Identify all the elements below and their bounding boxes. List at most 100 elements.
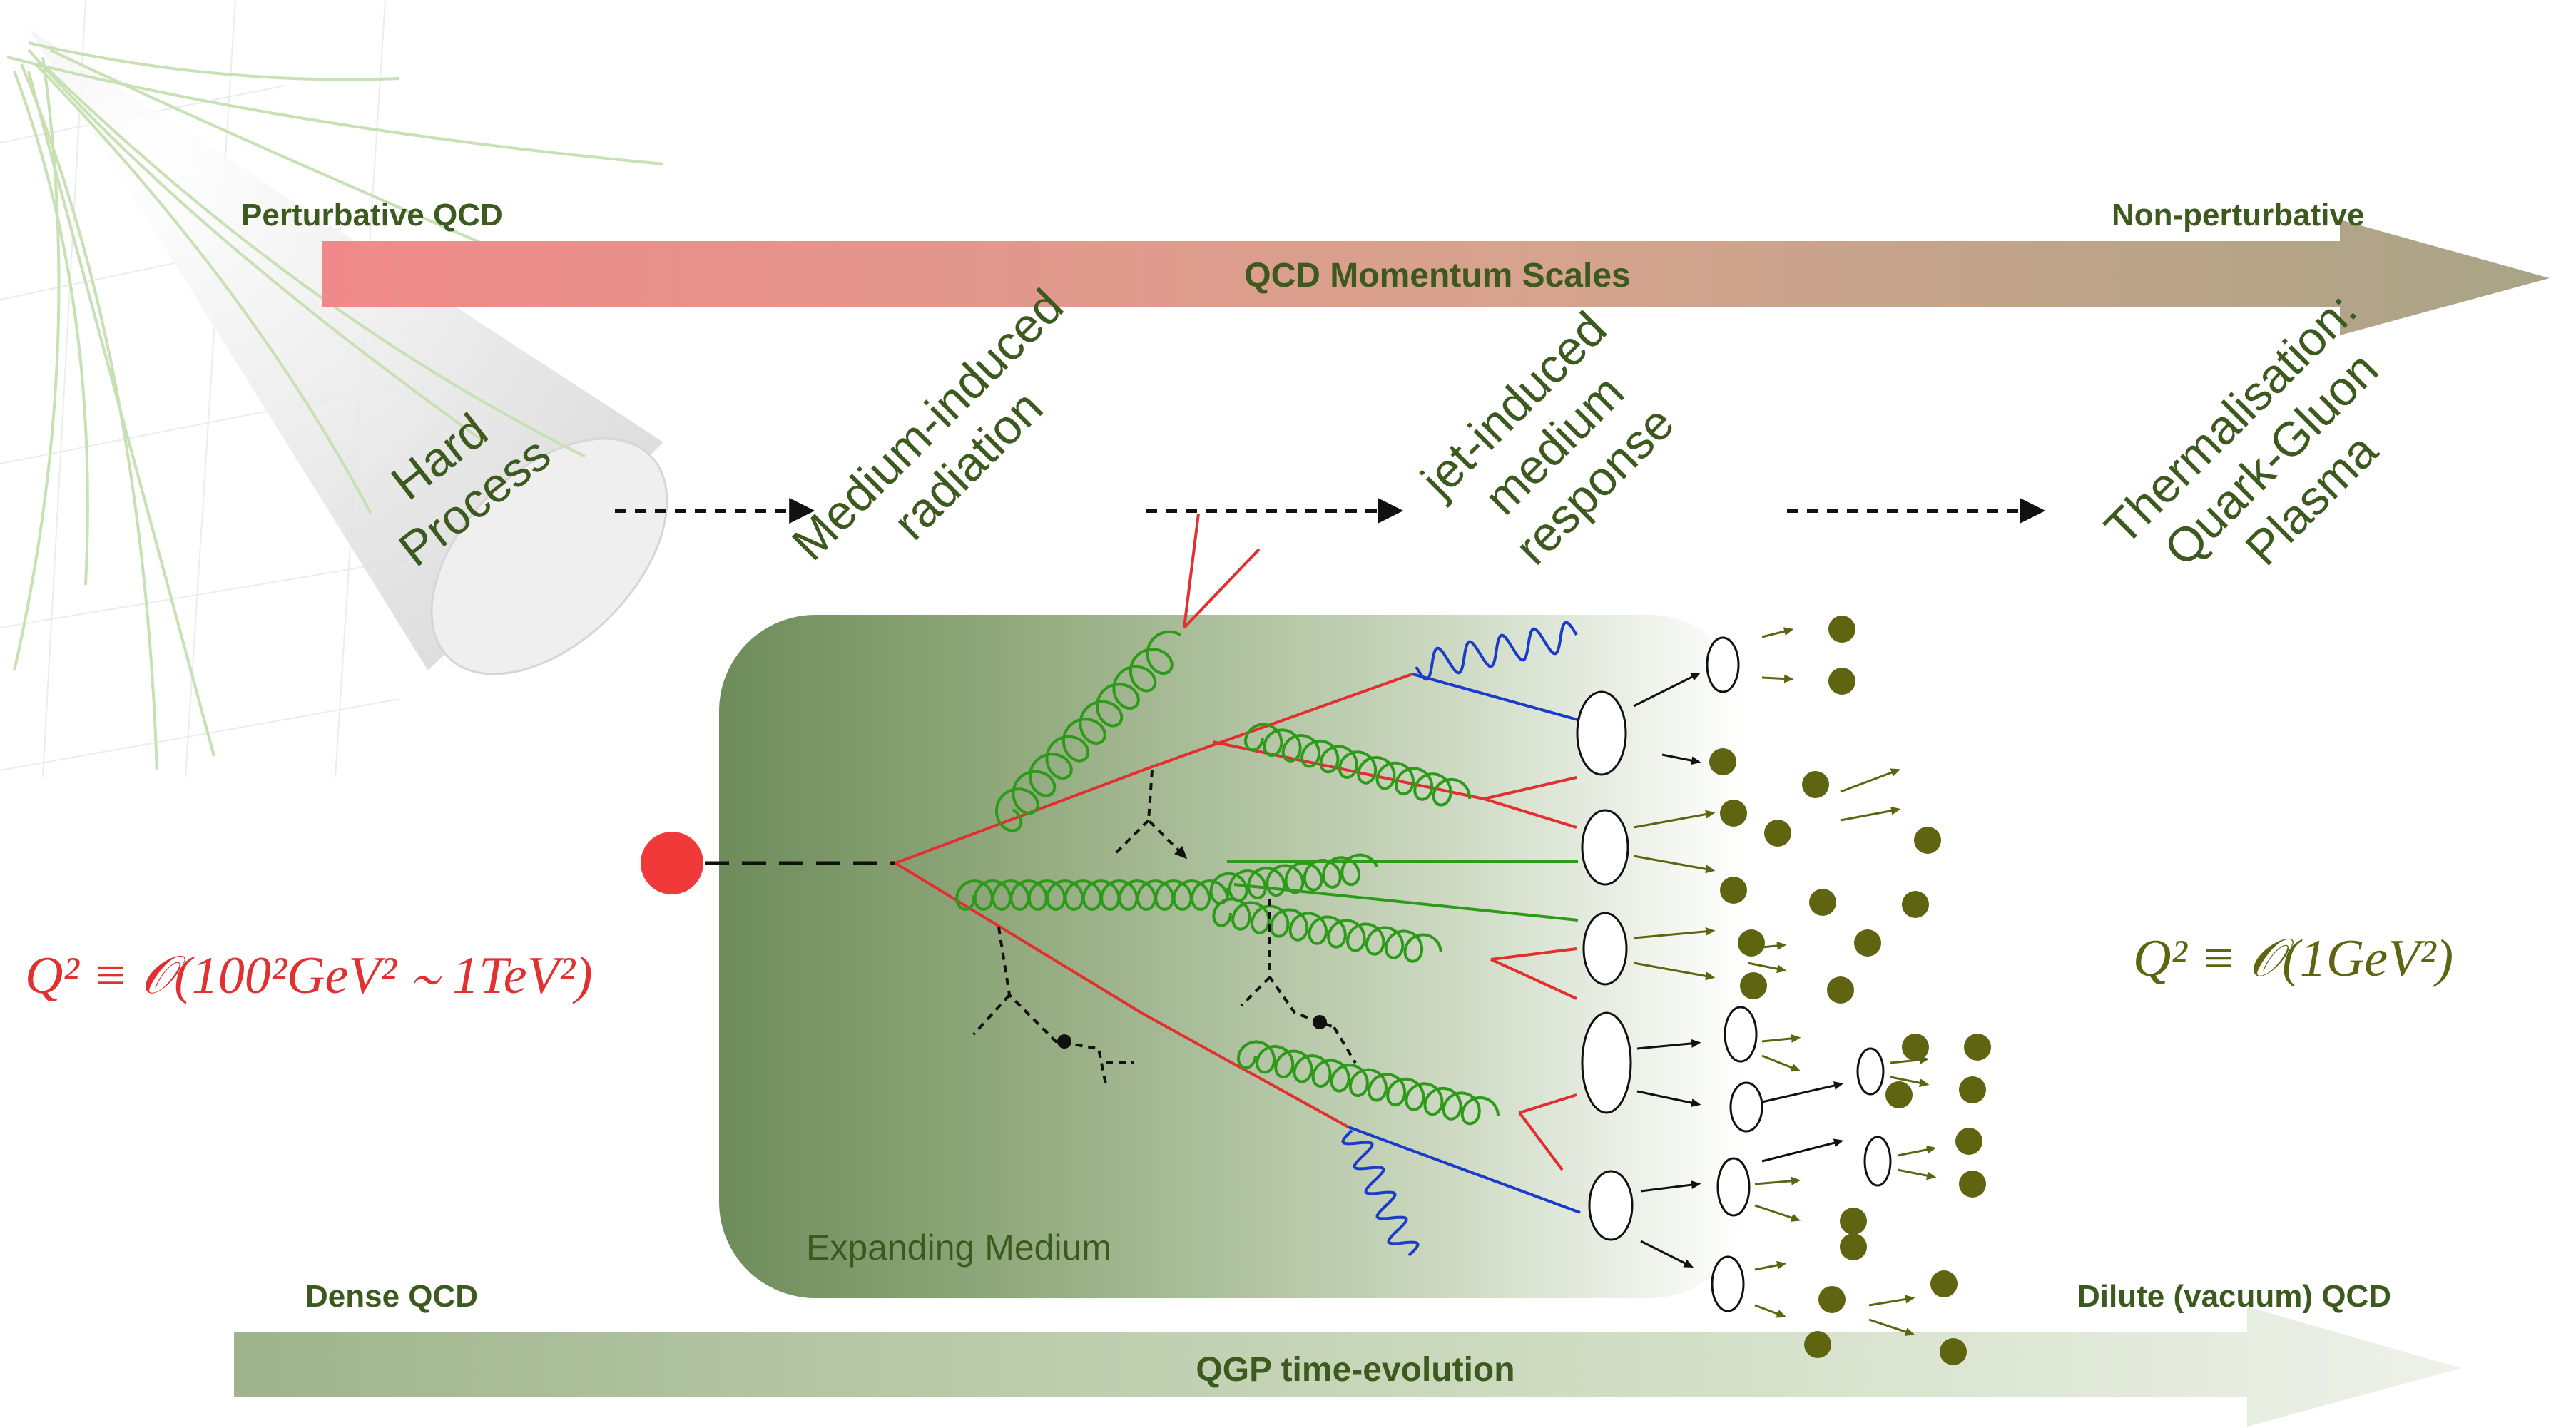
hadron-arrow bbox=[1661, 753, 1701, 765]
gluon-coils bbox=[955, 630, 1500, 1126]
stage-medium-induced-radiation-label: Medium-inducedradiation bbox=[782, 279, 1114, 611]
quark-line-upper bbox=[895, 673, 1413, 865]
final-state-hadron bbox=[1804, 1331, 1831, 1358]
final-state-hadrons bbox=[1633, 616, 1991, 1365]
hadron-arrow bbox=[1890, 1076, 1930, 1088]
final-state-hadron bbox=[1809, 889, 1836, 916]
red-out-arrows bbox=[1183, 513, 1577, 1171]
q2-soft-scale: Q² ≡ 𝒪(1GeV²) bbox=[2133, 929, 2453, 988]
hadron-cluster bbox=[1582, 912, 1628, 986]
final-state-hadron bbox=[1902, 891, 1929, 918]
hadron-arrow bbox=[1897, 1145, 1937, 1157]
hadron-arrow bbox=[1840, 768, 1901, 793]
hadron-cluster bbox=[1581, 1011, 1632, 1114]
hadron-cluster bbox=[1576, 690, 1627, 776]
final-state-hadron bbox=[1959, 1171, 1986, 1198]
final-state-hadron bbox=[1740, 972, 1767, 999]
final-state-hadron bbox=[1738, 929, 1765, 957]
perturbative-label: Perturbative QCD bbox=[241, 198, 503, 233]
hadron-arrow bbox=[1761, 627, 1794, 638]
hadron-cluster bbox=[1729, 1081, 1763, 1133]
photon-waves bbox=[1341, 621, 1578, 1257]
stage-medium-induced-radiation: Medium-inducedradiation bbox=[782, 279, 1114, 611]
photon-emitter-line bbox=[1412, 673, 1581, 722]
hadron-cluster bbox=[1856, 1047, 1885, 1096]
hadron-arrow bbox=[1868, 1295, 1915, 1307]
final-state-hadron bbox=[1828, 668, 1855, 695]
final-state-hadron bbox=[1709, 748, 1736, 775]
hadrons bbox=[1576, 636, 1892, 1312]
hadron-cluster bbox=[1588, 1170, 1634, 1241]
hadron-arrow bbox=[1897, 1168, 1937, 1180]
hadron-arrow bbox=[1633, 927, 1716, 939]
hard-scattering-vertex bbox=[641, 832, 703, 894]
gluon-coil bbox=[1243, 723, 1471, 807]
final-state-hadron bbox=[1720, 800, 1747, 827]
dilute-qcd-label: Dilute (vacuum) QCD bbox=[2077, 1279, 2391, 1314]
hadron-arrow bbox=[1840, 806, 1901, 822]
final-state-hadron bbox=[1828, 616, 1855, 643]
hadron-arrow bbox=[1868, 1318, 1915, 1336]
qgp-time-axis: Dense QCD Dilute (vacuum) QCD QGP time-e… bbox=[234, 1279, 2461, 1427]
hadron-arrow bbox=[1761, 1081, 1844, 1103]
momentum-scale-arrow-label: QCD Momentum Scales bbox=[1244, 257, 1630, 295]
hadron-arrow bbox=[1640, 1180, 1701, 1193]
hadron-cluster bbox=[1711, 1255, 1745, 1312]
final-state-hadron bbox=[1885, 1081, 1913, 1108]
hadron-arrow bbox=[1890, 1055, 1930, 1064]
hadron-cluster bbox=[1863, 1136, 1892, 1187]
final-state-hadron bbox=[1802, 771, 1829, 798]
photon-wave bbox=[1341, 1129, 1420, 1257]
photon-wave bbox=[1415, 621, 1578, 681]
stage-thermalisation-qgp-label: Thermalisation:Quark-GluonPlasma bbox=[2094, 282, 2448, 636]
hadron-arrow bbox=[1633, 810, 1716, 829]
hadron-arrow bbox=[1640, 1240, 1694, 1268]
hadron-arrow bbox=[1761, 674, 1794, 683]
hadron-cluster bbox=[1581, 809, 1629, 886]
final-state-hadron bbox=[1818, 1286, 1846, 1313]
stage-jet-induced-medium-response-label: jet-inducedmediumresponse bbox=[1410, 302, 1698, 590]
momentum-scale-axis: Perturbative QCD Non-perturbative QCD Mo… bbox=[241, 198, 2550, 335]
final-state-hadron bbox=[1764, 820, 1791, 847]
final-state-hadron bbox=[1827, 976, 1854, 1004]
quark-line-mid bbox=[1212, 740, 1485, 800]
hadron-arrow bbox=[1636, 1090, 1701, 1108]
hadron-arrow bbox=[1754, 1176, 1801, 1185]
hadron-arrow bbox=[1761, 1034, 1801, 1043]
hadron-cluster bbox=[1716, 1157, 1751, 1217]
non-perturbative-label: Non-perturbative bbox=[2112, 198, 2364, 233]
final-state-hadron bbox=[1914, 827, 1941, 854]
hadron-arrow bbox=[1754, 1260, 1787, 1271]
gluon-coil bbox=[994, 630, 1181, 832]
final-state-hadron bbox=[1959, 1076, 1986, 1103]
hadron-cluster bbox=[1706, 636, 1740, 693]
final-state-hadron bbox=[1902, 1034, 1929, 1061]
hadron-arrow bbox=[1633, 962, 1716, 981]
medium-label: Expanding Medium bbox=[806, 1228, 1111, 1268]
gluon-coil bbox=[1236, 1040, 1500, 1126]
expanding-medium-region bbox=[719, 615, 1746, 1298]
hadron-arrow bbox=[1636, 1039, 1701, 1050]
hadron-arrow bbox=[1754, 1304, 1787, 1318]
final-state-hadron bbox=[1964, 1034, 1991, 1061]
quark-line-lower bbox=[894, 862, 1349, 1128]
time-evolution-arrow-label: QGP time-evolution bbox=[1196, 1351, 1514, 1389]
jet-cone bbox=[6, 29, 668, 771]
final-state-hadron bbox=[1940, 1338, 1967, 1365]
gluon-coil bbox=[955, 879, 1228, 912]
q2-hard-scale: Q² ≡ 𝒪(100²GeV² ∼ 1TeV²) bbox=[25, 947, 593, 1005]
stage-jet-induced-medium-response: jet-inducedmediumresponse bbox=[1410, 302, 1698, 590]
hadron-arrow bbox=[1754, 1204, 1801, 1222]
final-state-hadron bbox=[1930, 1270, 1958, 1297]
hadron-arrow bbox=[1633, 855, 1716, 874]
final-state-hadron bbox=[1840, 1233, 1867, 1260]
hadron-arrow bbox=[1633, 672, 1701, 708]
medium-response-dots bbox=[1057, 1015, 1327, 1049]
final-state-hadron bbox=[1854, 929, 1881, 957]
final-state-hadron bbox=[1840, 1208, 1867, 1235]
hadron-cluster bbox=[1724, 1006, 1758, 1063]
hadron-arrow bbox=[1761, 1138, 1844, 1163]
gluon-coil bbox=[1212, 897, 1442, 963]
final-state-hadron bbox=[1720, 877, 1747, 904]
